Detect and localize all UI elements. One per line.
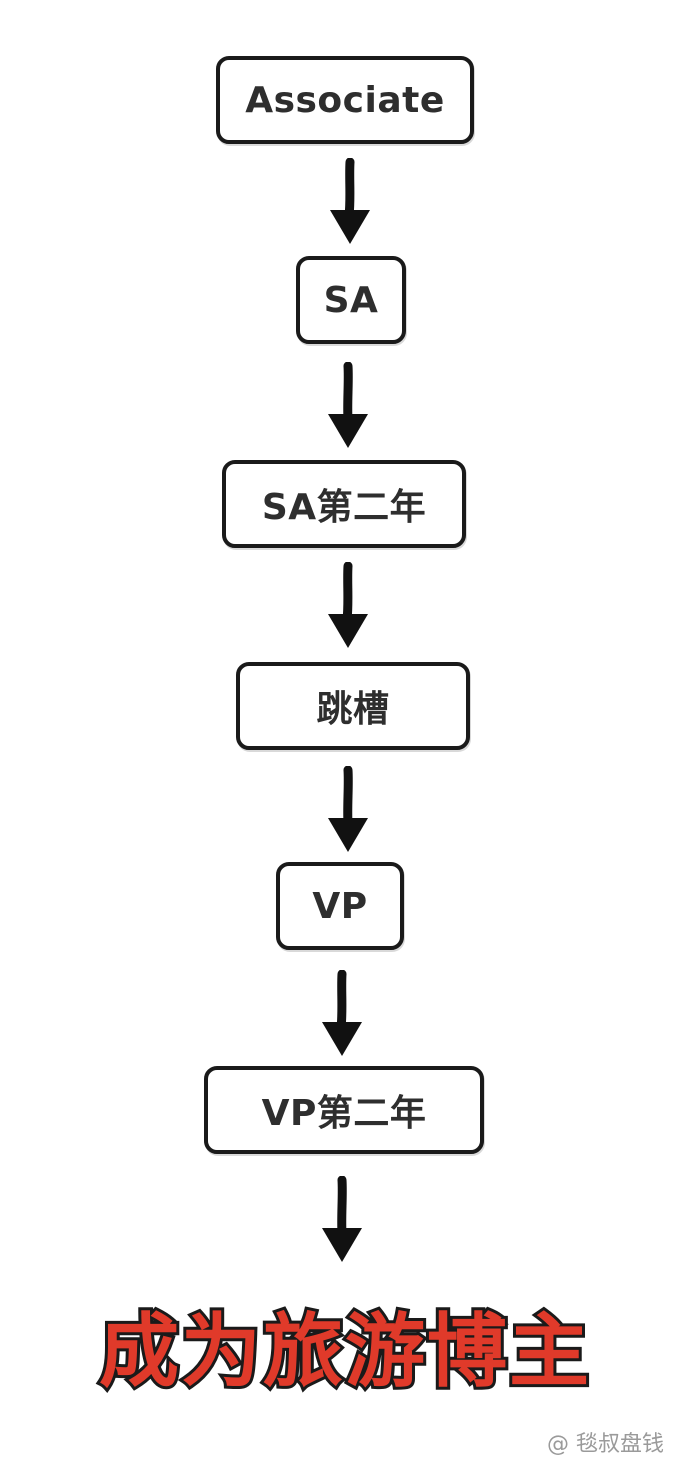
down-arrow-icon <box>318 362 378 452</box>
step-job-hop-label: 跳槽 <box>316 689 390 730</box>
author-watermark: @ 毯叔盘钱 <box>547 1432 664 1457</box>
step-associate: Associate <box>216 56 474 144</box>
step-vp-second-year-label: VP第二年 <box>261 1093 427 1134</box>
down-arrow-icon <box>312 970 372 1060</box>
down-arrow-icon <box>320 158 380 248</box>
final-outcome-title: 成为旅游博主 <box>96 1302 592 1401</box>
step-vp-second-year: VP第二年 <box>204 1066 484 1154</box>
step-sa-second-year: SA第二年 <box>222 460 466 548</box>
down-arrow-icon <box>318 766 378 856</box>
down-arrow-icon <box>312 1176 372 1266</box>
step-sa-label: SA <box>323 279 379 321</box>
step-vp-label: VP <box>312 885 368 927</box>
step-associate-label: Associate <box>245 79 445 121</box>
step-vp: VP <box>276 862 404 950</box>
step-sa-second-year-label: SA第二年 <box>261 487 427 528</box>
down-arrow-icon <box>318 562 378 652</box>
step-sa: SA <box>296 256 406 344</box>
step-job-hop: 跳槽 <box>236 662 470 750</box>
